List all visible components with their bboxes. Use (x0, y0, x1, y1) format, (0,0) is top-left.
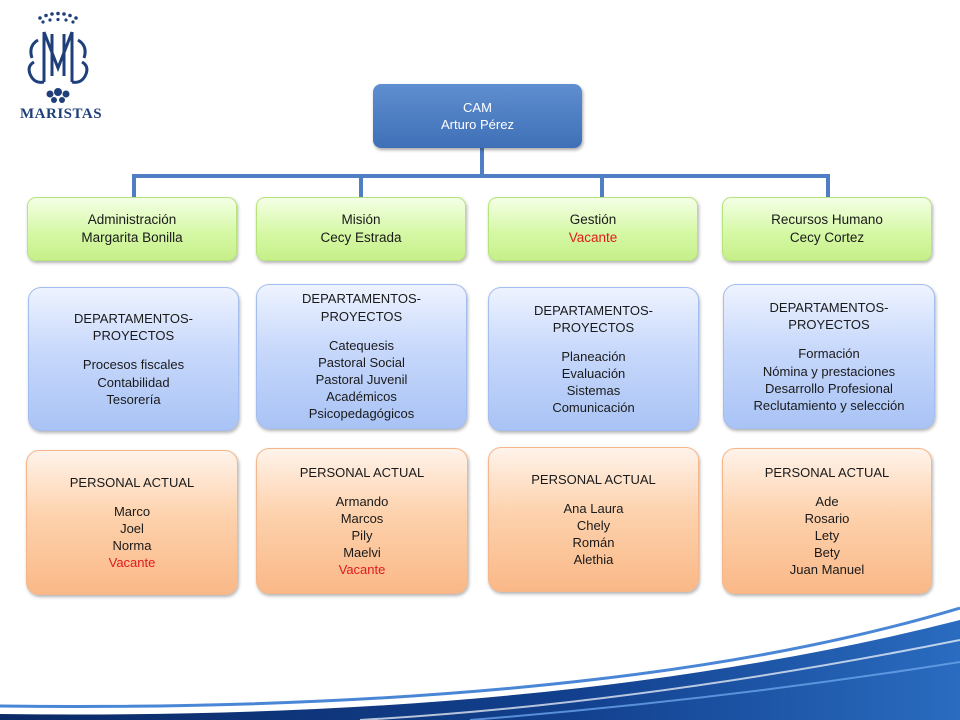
dept-item: Formación (798, 346, 860, 362)
dept-heading: PROYECTOS (552, 319, 635, 335)
area-responsible: Margarita Bonilla (81, 230, 183, 245)
staff-vacancy: Vacante (338, 562, 386, 578)
root-name: Arturo Pérez (441, 117, 514, 132)
departments-box-recursos-humano: DEPARTAMENTOS- PROYECTOS Formación Nómin… (723, 284, 935, 429)
dept-item: Desarrollo Profesional (765, 380, 893, 396)
staff-heading: PERSONAL ACTUAL (531, 471, 656, 487)
dept-heading: DEPARTAMENTOS- (769, 300, 889, 316)
staff-member: Norma (112, 538, 152, 554)
staff-member: Juan Manuel (789, 562, 865, 578)
dept-heading: DEPARTAMENTOS- (302, 291, 421, 307)
area-responsible: Cecy Cortez (789, 230, 865, 245)
staff-box-mision: PERSONAL ACTUAL Armando Marcos Pily Mael… (256, 448, 468, 594)
staff-member: Maelvi (343, 545, 381, 561)
area-title: Misión (341, 212, 381, 228)
dept-item: Procesos fiscales (82, 357, 185, 373)
dept-heading: PROYECTOS (788, 317, 870, 333)
dept-item: Pastoral Social (318, 354, 405, 370)
staff-heading: PERSONAL ACTUAL (764, 464, 890, 480)
monogram-icon (27, 11, 89, 103)
departments-box-mision: DEPARTAMENTOS- PROYECTOS Catequesis Past… (256, 284, 467, 429)
root-title: CAM (463, 99, 492, 115)
dept-heading: PROYECTOS (320, 308, 403, 324)
departments-box-administracion: DEPARTAMENTOS- PROYECTOS Procesos fiscal… (28, 287, 239, 431)
staff-member: Armando (335, 493, 389, 509)
staff-member: Lety (814, 528, 840, 543)
dept-heading: DEPARTAMENTOS- (74, 311, 193, 327)
dept-item: Evaluación (561, 366, 626, 381)
area-responsible: Cecy Estrada (320, 230, 402, 245)
area-node-recursos-humano: Recursos Humano Cecy Cortez (722, 197, 932, 261)
area-title: Recursos Humano (771, 212, 883, 228)
area-node-gestion: Gestión Vacante (488, 197, 698, 261)
staff-box-administracion: PERSONAL ACTUAL Marco Joel Norma Vacante (26, 450, 238, 595)
staff-vacancy: Vacante (108, 555, 156, 571)
footer-wave (0, 606, 960, 720)
maristas-logo: MARISTAS (14, 10, 104, 125)
staff-box-recursos-humano: PERSONAL ACTUAL Ade Rosario Lety Bety Ju… (722, 448, 932, 594)
staff-member: Román (572, 535, 615, 551)
departments-box-gestion: DEPARTAMENTOS- PROYECTOS Planeación Eval… (488, 287, 699, 431)
dept-item: Psicopedagógicos (308, 406, 415, 422)
area-title: Gestión (569, 212, 617, 228)
dept-item: Comunicación (552, 400, 635, 416)
staff-member: Marcos (340, 510, 384, 526)
staff-member: Ana Laura (563, 500, 624, 516)
staff-heading: PERSONAL ACTUAL (69, 474, 195, 490)
staff-member: Pily (351, 528, 373, 543)
dept-item: Planeación (561, 348, 626, 364)
staff-member: Rosario (804, 510, 850, 526)
dept-item: Contabilidad (97, 374, 170, 390)
dept-item: Pastoral Juvenil (315, 372, 408, 388)
staff-member: Ade (815, 493, 839, 509)
dept-item: Tesorería (106, 391, 161, 407)
staff-member: Chely (576, 517, 611, 533)
dept-item: Catequesis (328, 337, 395, 353)
dept-item: Académicos (326, 389, 397, 405)
area-node-mision: Misión Cecy Estrada (256, 197, 466, 261)
area-responsible-vacancy: Vacante (568, 230, 618, 245)
staff-member: Alethia (573, 552, 614, 568)
staff-member: Marco (113, 503, 151, 519)
root-node-cam: CAM Arturo Pérez (373, 84, 582, 148)
area-title: Administración (87, 212, 177, 228)
staff-heading: PERSONAL ACTUAL (299, 464, 425, 480)
dept-item: Sistemas (566, 383, 621, 399)
logo-wordmark: MARISTAS (20, 106, 103, 122)
staff-member: Bety (813, 545, 840, 561)
staff-box-gestion: PERSONAL ACTUAL Ana Laura Chely Román Al… (488, 447, 699, 592)
dept-heading: DEPARTAMENTOS- (534, 302, 653, 318)
dept-heading: PROYECTOS (92, 328, 175, 344)
area-node-administracion: Administración Margarita Bonilla (27, 197, 237, 261)
dept-item: Reclutamiento y selección (753, 397, 905, 413)
dept-item: Nómina y prestaciones (762, 363, 896, 379)
staff-member: Joel (120, 520, 144, 536)
